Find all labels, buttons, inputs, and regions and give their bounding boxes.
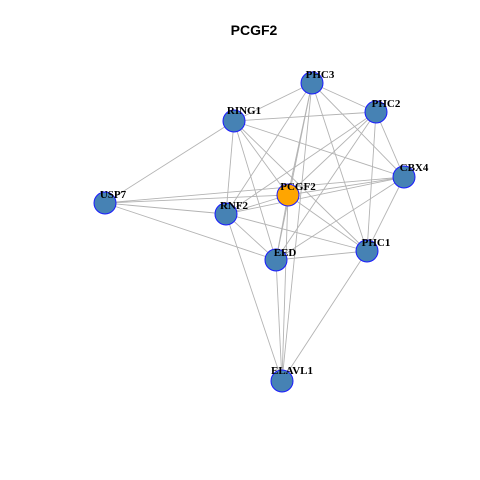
node-label-eed: EED xyxy=(274,247,297,259)
node-label-pcgf2: PCGF2 xyxy=(280,181,316,193)
edge-cbx4-phc1 xyxy=(366,176,405,252)
edge-cbx4-pcgf2 xyxy=(287,176,405,196)
node-label-phc2: PHC2 xyxy=(372,98,401,110)
edge-phc3-cbx4 xyxy=(311,82,405,178)
node-label-cbx4: CBX4 xyxy=(400,162,429,174)
edge-ring1-usp7 xyxy=(104,120,235,204)
edge-rnf2-phc1 xyxy=(225,213,368,252)
edge-rnf2-elavl1 xyxy=(225,213,283,382)
edge-layer xyxy=(104,82,405,382)
edge-eed-elavl1 xyxy=(275,259,283,382)
diagram-title: PCGF2 xyxy=(231,22,278,38)
edge-cbx4-rnf2 xyxy=(225,176,405,215)
node-rnf2[interactable] xyxy=(214,202,238,226)
node-label-phc1: PHC1 xyxy=(362,237,391,249)
node-label-elavl1: ELAVL1 xyxy=(271,365,313,377)
edge-usp7-pcgf2 xyxy=(104,194,289,204)
node-usp7[interactable] xyxy=(93,191,117,215)
node-eed[interactable] xyxy=(264,248,288,272)
node-label-rnf2: RNF2 xyxy=(220,200,249,212)
edge-phc3-eed xyxy=(275,82,313,261)
edge-phc3-phc1 xyxy=(311,82,368,252)
node-ring1[interactable] xyxy=(222,109,246,133)
edge-ring1-pcgf2 xyxy=(233,120,289,196)
node-elavl1[interactable] xyxy=(270,369,294,393)
edge-phc3-phc2 xyxy=(311,82,377,113)
node-label-ring1: RING1 xyxy=(227,105,261,117)
node-phc3[interactable] xyxy=(300,71,324,95)
edge-phc3-rnf2 xyxy=(225,82,313,215)
edge-phc2-phc1 xyxy=(366,111,377,252)
node-layer xyxy=(93,71,416,393)
edge-phc2-cbx4 xyxy=(375,111,405,178)
edge-cbx4-usp7 xyxy=(104,176,405,204)
edge-phc1-elavl1 xyxy=(281,250,368,382)
node-phc2[interactable] xyxy=(364,100,388,124)
edge-phc2-ring1 xyxy=(233,111,377,122)
edge-phc3-ring1 xyxy=(233,82,313,122)
node-phc1[interactable] xyxy=(355,239,379,263)
node-label-usp7: USP7 xyxy=(100,189,127,201)
edge-usp7-rnf2 xyxy=(104,202,227,215)
node-label-phc3: PHC3 xyxy=(306,69,335,81)
edge-cbx4-eed xyxy=(275,176,405,261)
edge-ring1-cbx4 xyxy=(233,120,405,178)
edge-phc3-elavl1 xyxy=(281,82,313,382)
edge-pcgf2-phc1 xyxy=(287,194,368,252)
edge-ring1-eed xyxy=(233,120,277,261)
edge-ring1-rnf2 xyxy=(225,120,235,215)
edge-usp7-eed xyxy=(104,202,277,261)
edge-phc1-eed xyxy=(275,250,368,261)
edge-pcgf2-elavl1 xyxy=(281,194,289,382)
node-cbx4[interactable] xyxy=(392,165,416,189)
edge-phc2-eed xyxy=(275,111,377,261)
node-pcgf2[interactable] xyxy=(276,183,300,207)
